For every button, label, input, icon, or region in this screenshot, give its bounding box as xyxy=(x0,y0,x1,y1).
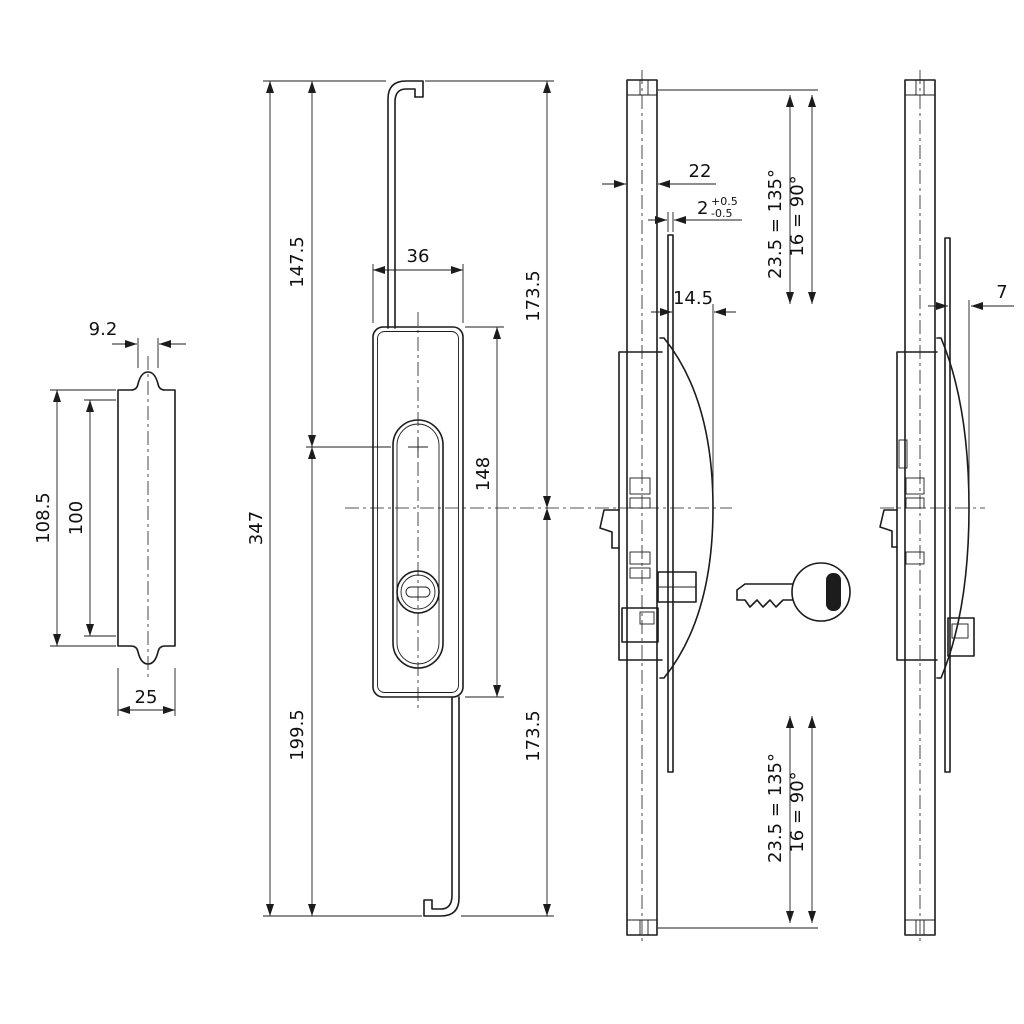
lower-cam-block xyxy=(621,607,659,643)
dim-total-length: 347 xyxy=(246,511,267,545)
side-bar-outline xyxy=(626,79,658,936)
dim-plate-width: 25 xyxy=(135,687,158,708)
dim-plate-inner-height: 100 xyxy=(66,501,87,535)
dim-housing-height: 148 xyxy=(473,457,494,491)
dim-travel-135-top: 23.5 = 135° xyxy=(765,169,786,279)
key-blade xyxy=(736,583,793,608)
dim-center-to-bottom: 173.5 xyxy=(523,710,544,762)
dim-strip-offset-group: 7 xyxy=(928,282,1014,495)
end-case-detail-2 xyxy=(905,497,925,509)
upper-rod xyxy=(387,80,424,329)
cover-arc xyxy=(659,337,714,679)
dim-travel-90-bottom: 16 = 90° xyxy=(787,771,808,852)
end-case-detail-3 xyxy=(905,551,925,565)
dim-travel-135-bottom: 23.5 = 135° xyxy=(765,753,786,863)
end-view: 7 xyxy=(879,70,1014,945)
key-head-hole xyxy=(826,573,841,611)
dim-plate-tab-width: 9.2 xyxy=(89,319,118,340)
dim-strip-offset: 7 xyxy=(996,282,1007,303)
plate-side-view: 9.2 108.5 100 25 xyxy=(33,319,186,716)
lower-cam-hatch xyxy=(639,611,655,625)
dim-center-to-bottom-group: 173.5 xyxy=(461,508,554,917)
end-cam-hatch xyxy=(951,623,969,639)
end-case-profile xyxy=(896,351,938,661)
dim-strip-thickness: 2 xyxy=(697,198,708,219)
dim-strip-thickness-group: 2 +0.5 -0.5 xyxy=(648,195,742,232)
dim-travel-top-group: 23.5 = 135° 16 = 90° xyxy=(658,89,818,304)
dim-top-to-center: 173.5 xyxy=(523,270,544,322)
dim-travel-90-top: 16 = 90° xyxy=(787,175,808,256)
end-cam-block xyxy=(947,617,975,657)
end-case-detail-1 xyxy=(905,477,925,495)
dim-housing-width-group: 36 xyxy=(372,246,464,323)
lower-rod xyxy=(423,696,460,917)
dim-housing-width: 36 xyxy=(407,246,430,267)
key-icon xyxy=(736,562,851,622)
dim-plate-outer-height-group: 108.5 xyxy=(33,389,116,647)
key-head xyxy=(791,562,851,622)
front-view: 347 147.5 199.5 36 148 173.5 xyxy=(246,80,732,917)
end-flat-strip xyxy=(944,237,951,773)
dim-plate-tab-width-group: 9.2 xyxy=(89,319,186,368)
plate-outline xyxy=(117,371,176,665)
dim-rod-top-to-slot-group: 147.5 xyxy=(287,81,391,448)
dim-travel-bottom-group: 23.5 = 135° 16 = 90° xyxy=(658,716,818,929)
dim-bar-depth: 22 xyxy=(689,161,712,182)
side-view: 22 2 +0.5 -0.5 14.5 23.5 = 135° 16 = 90° xyxy=(599,70,818,945)
dim-slot-to-rod-bottom-group: 199.5 xyxy=(287,447,316,916)
dim-total-length-group: 347 xyxy=(246,80,422,917)
dim-housing-height-group: 148 xyxy=(465,326,504,698)
dim-strip-tol-minus: -0.5 xyxy=(711,207,732,220)
case-detail-1 xyxy=(629,477,651,495)
dim-plate-outer-height: 108.5 xyxy=(33,492,54,544)
dim-rod-top-to-slot: 147.5 xyxy=(287,236,308,288)
case-detail-4 xyxy=(629,567,651,579)
case-detail-2 xyxy=(629,497,651,509)
end-latch-tongue xyxy=(879,509,898,548)
case-detail-3 xyxy=(629,551,651,565)
dim-plate-width-group: 25 xyxy=(117,668,176,716)
lower-rod-inner xyxy=(431,696,453,910)
dim-slot-to-rod-bottom: 199.5 xyxy=(287,709,308,761)
dim-plate-inner-height-group: 100 xyxy=(66,399,116,637)
dim-housing-offset-group: 14.5 xyxy=(651,288,736,498)
dim-bar-depth-group: 22 xyxy=(602,161,716,188)
dim-housing-offset: 14.5 xyxy=(673,288,713,309)
end-case-detail-0 xyxy=(898,439,908,469)
case-profile xyxy=(618,351,663,661)
flat-strip xyxy=(667,234,674,773)
dim-strip-tol-plus: +0.5 xyxy=(711,195,738,208)
latch-tongue xyxy=(599,509,620,549)
upper-rod-inner xyxy=(394,88,416,329)
end-bar-outline xyxy=(904,79,936,936)
dim-top-to-center-group: 173.5 xyxy=(425,80,554,508)
